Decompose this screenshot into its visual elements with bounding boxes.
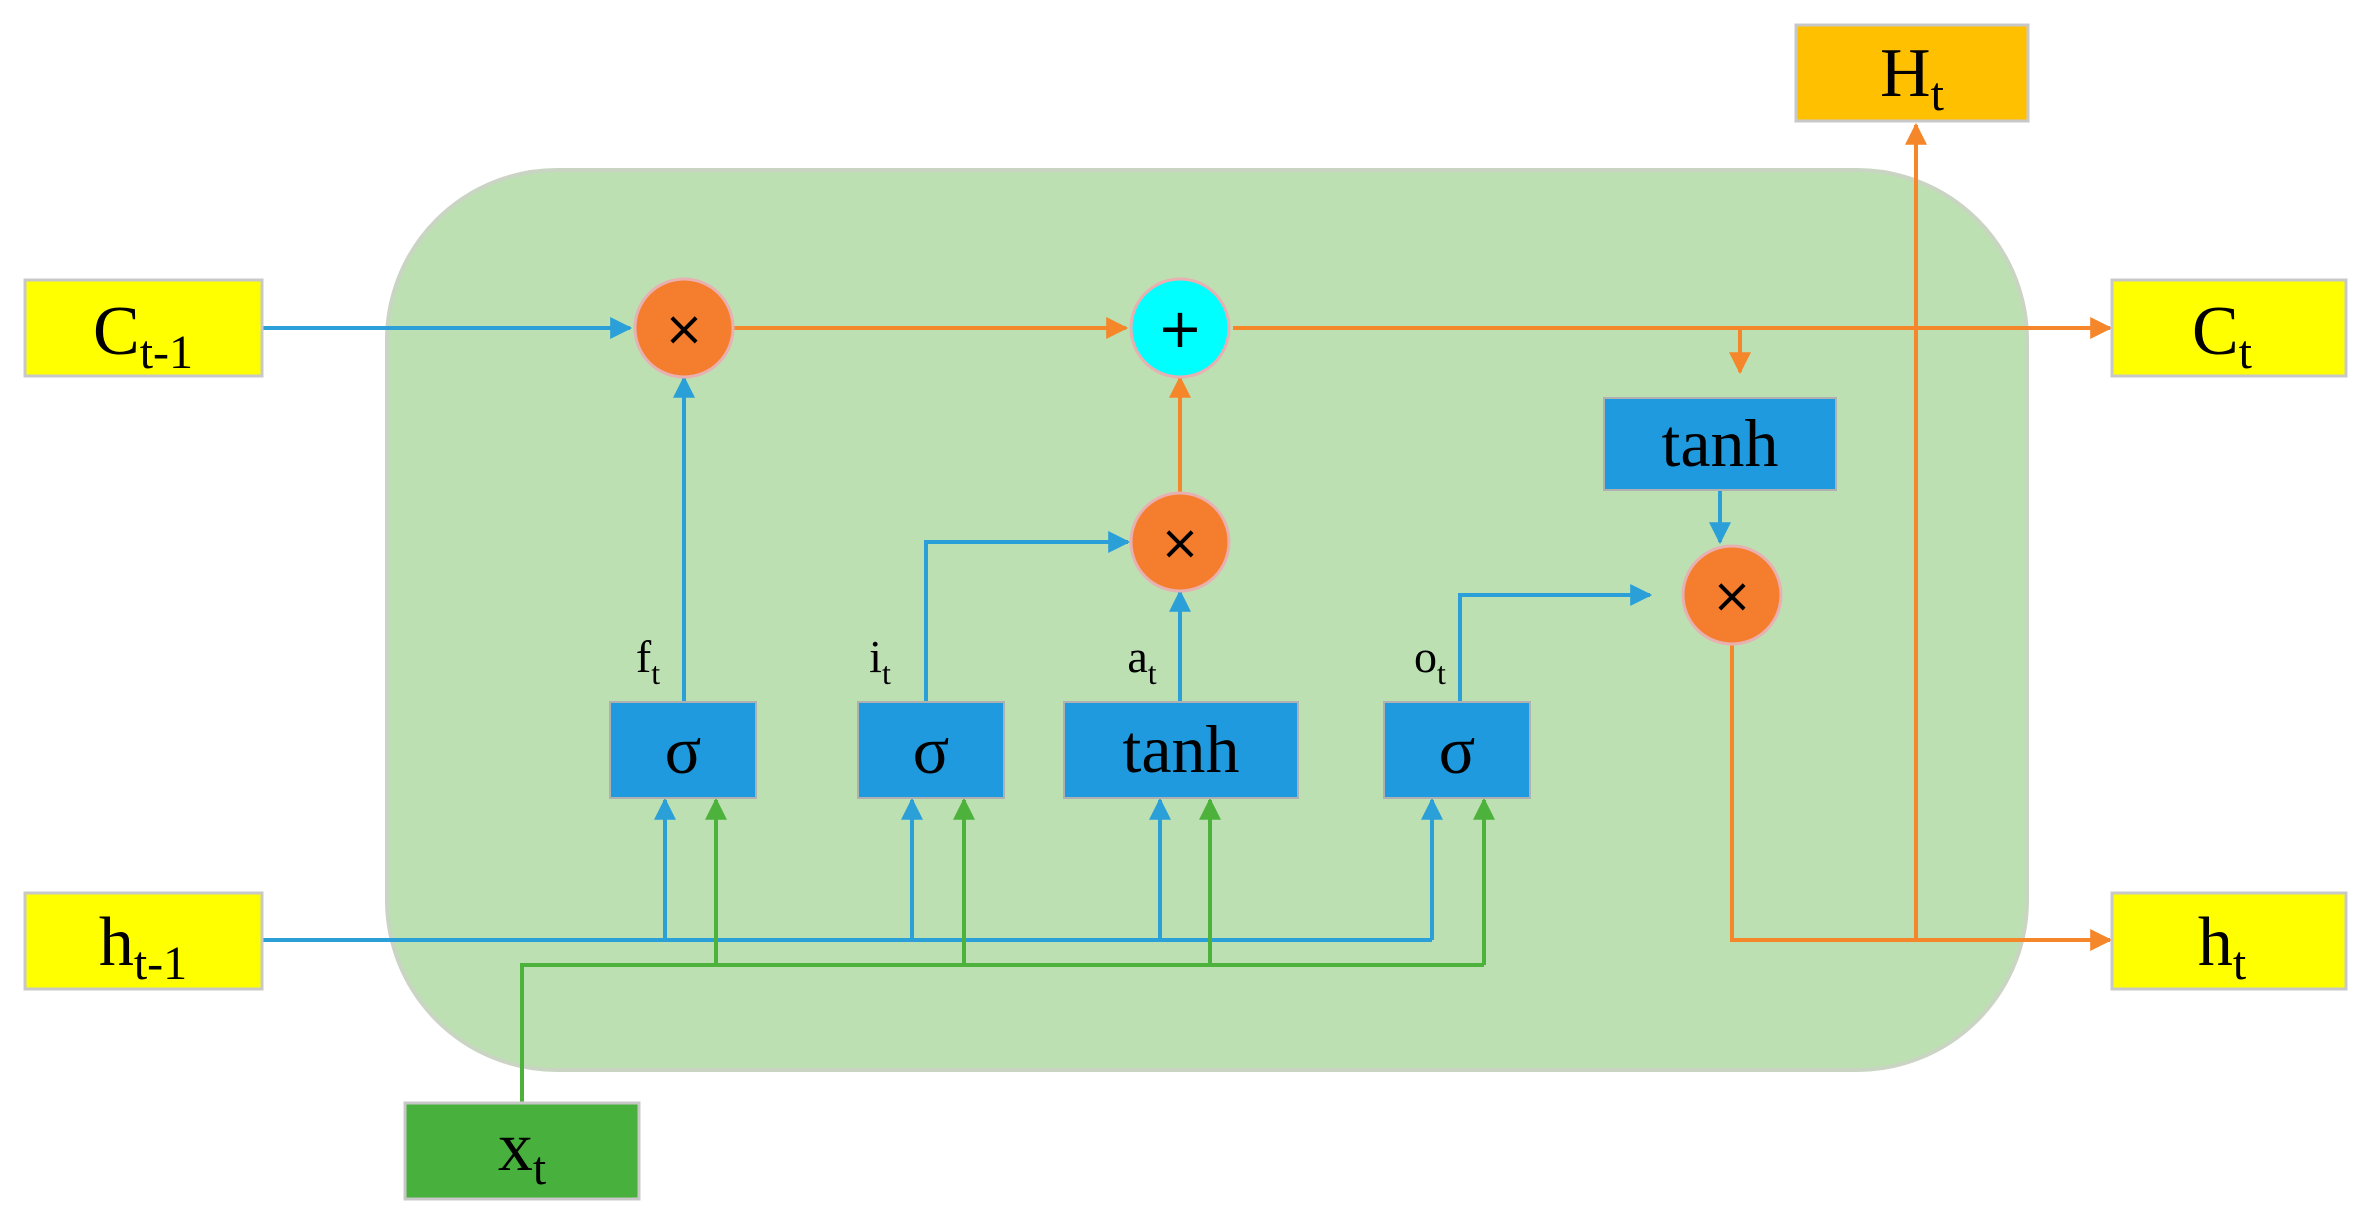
forget-gate-symbol: σ xyxy=(665,712,702,788)
output-gate-symbol: σ xyxy=(1439,712,1476,788)
H-out-box: Ht xyxy=(1794,23,2030,123)
plus-icon: + xyxy=(1157,297,1202,360)
x-bus xyxy=(520,963,1484,1103)
forget-gate: σ xyxy=(609,701,757,799)
c-prev-label: Ct-1 xyxy=(93,293,193,379)
output-gate-label: ot xyxy=(1414,631,1446,691)
H-out-label: Ht xyxy=(1880,35,1945,121)
candidate-gate-symbol: tanh xyxy=(1122,711,1239,787)
multiply-icon: × xyxy=(1712,568,1752,624)
h-out-box: ht xyxy=(2110,891,2348,991)
cell-tanh-gate: tanh xyxy=(1603,397,1837,491)
forget-multiply-node: × xyxy=(633,277,735,379)
cell-tanh-symbol: tanh xyxy=(1661,405,1778,481)
forget-gate-label: ft xyxy=(636,631,660,691)
input-multiply-node: × xyxy=(1129,491,1231,593)
output-multiply-node: × xyxy=(1681,544,1783,646)
h-prev-label: ht-1 xyxy=(99,904,187,990)
c-out-label: Ct xyxy=(2192,293,2253,379)
input-gate: σ xyxy=(857,701,1005,799)
h-out-label: ht xyxy=(2198,904,2247,990)
x-box: xt xyxy=(403,1101,641,1201)
candidate-gate-label: at xyxy=(1127,631,1156,691)
c-prev-box: Ct-1 xyxy=(23,278,264,379)
lstm-cell-body xyxy=(385,168,2029,1072)
connections xyxy=(262,122,2113,1103)
output-to-mult xyxy=(1458,584,1653,702)
output-gate: σ xyxy=(1383,701,1531,799)
x-label: xt xyxy=(498,1109,547,1195)
output-mult-to-h xyxy=(1730,643,2113,951)
input-gate-symbol: σ xyxy=(913,712,950,788)
c-out-box: Ct xyxy=(2110,278,2348,379)
multiply-icon: × xyxy=(664,301,704,357)
candidate-gate: tanh xyxy=(1063,701,1299,799)
multiply-icon: × xyxy=(1160,515,1200,571)
add-node: + xyxy=(1129,277,1231,379)
input-to-mult xyxy=(924,531,1131,702)
h-prev-box: ht-1 xyxy=(23,891,264,991)
input-gate-label: it xyxy=(869,631,891,691)
